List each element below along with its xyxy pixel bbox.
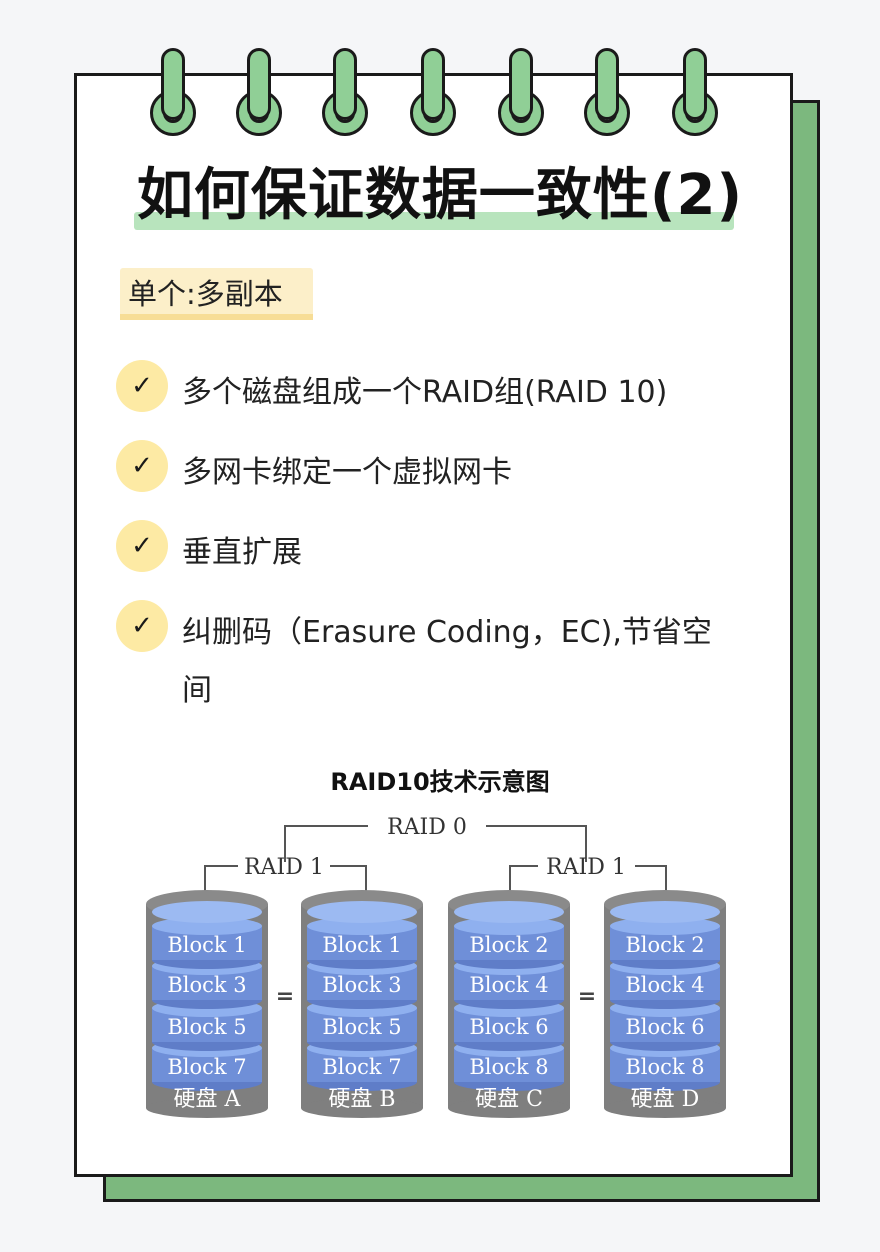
block-label: Block 7 bbox=[167, 1055, 246, 1079]
disk: Block 8 Block 6 Block 4 Block 2 硬盘 D bbox=[604, 890, 726, 1118]
list-item-text: 多个磁盘组成一个RAID组(RAID 10) bbox=[182, 375, 668, 410]
block-label: Block 2 bbox=[625, 933, 704, 957]
disk: Block 7 Block 5 Block 3 Block 1 硬盘 A bbox=[146, 890, 268, 1118]
binder-ring-icon bbox=[234, 48, 286, 142]
disk-name: 硬盘 C bbox=[475, 1087, 543, 1112]
binder-ring-icon bbox=[148, 48, 200, 142]
subtitle-highlight bbox=[120, 268, 313, 320]
list-item-text: 垂直扩展 bbox=[182, 535, 302, 570]
block-cap bbox=[307, 901, 417, 923]
block-cap bbox=[152, 901, 262, 923]
block-cap bbox=[454, 901, 564, 923]
block-label: Block 4 bbox=[469, 973, 548, 997]
block-label: Block 8 bbox=[469, 1055, 548, 1079]
disk-bottom bbox=[301, 1098, 423, 1118]
list-item-text: 纠删码（Erasure Coding，EC),节省空间 bbox=[182, 615, 712, 708]
section-subtitle: 单个:多副本 bbox=[128, 277, 283, 311]
check-icon: ✓ bbox=[116, 520, 168, 572]
raid1-right-label: RAID 1 bbox=[546, 855, 626, 880]
title-highlight bbox=[134, 212, 734, 230]
block-label: Block 1 bbox=[322, 933, 401, 957]
block-label: Block 6 bbox=[469, 1015, 548, 1039]
diagram-title: RAID10技术示意图 bbox=[330, 768, 550, 796]
mirror-equals-left: = bbox=[276, 984, 294, 1009]
disk: Block 8 Block 6 Block 4 Block 2 硬盘 C bbox=[448, 890, 570, 1118]
binder-ring-icon bbox=[408, 48, 460, 142]
check-icon: ✓ bbox=[116, 440, 168, 492]
binder-ring-icon bbox=[582, 48, 634, 142]
page-title: 如何保证数据一致性(2) bbox=[136, 163, 744, 228]
block-label: Block 5 bbox=[322, 1015, 401, 1039]
block-label: Block 3 bbox=[322, 973, 401, 997]
disk-bottom bbox=[146, 1098, 268, 1118]
block-label: Block 5 bbox=[167, 1015, 246, 1039]
block-label: Block 6 bbox=[625, 1015, 704, 1039]
mirror-equals-right: = bbox=[578, 984, 596, 1009]
raid0-label: RAID 0 bbox=[387, 815, 467, 840]
block-label: Block 4 bbox=[625, 973, 704, 997]
disk-name: 硬盘 A bbox=[174, 1087, 242, 1112]
block-cap bbox=[610, 901, 720, 923]
block-label: Block 7 bbox=[322, 1055, 401, 1079]
block-label: Block 3 bbox=[167, 973, 246, 997]
title-container: 如何保证数据一致性(2) bbox=[0, 160, 880, 232]
disk: Block 7 Block 5 Block 3 Block 1 硬盘 B bbox=[301, 890, 423, 1118]
block-label: Block 8 bbox=[625, 1055, 704, 1079]
check-icon: ✓ bbox=[116, 600, 168, 652]
binder-ring-icon bbox=[670, 48, 722, 142]
list-item-text: 多网卡绑定一个虚拟网卡 bbox=[182, 455, 512, 490]
disk-bottom bbox=[604, 1098, 726, 1118]
binder-ring-icon bbox=[496, 48, 548, 142]
check-icon: ✓ bbox=[116, 360, 168, 412]
block-label: Block 2 bbox=[469, 933, 548, 957]
disk-name: 硬盘 D bbox=[631, 1087, 700, 1112]
binder-ring-icon bbox=[320, 48, 372, 142]
subtitle-underline bbox=[120, 314, 313, 320]
disk-name: 硬盘 B bbox=[328, 1087, 395, 1112]
block-label: Block 1 bbox=[167, 933, 246, 957]
raid1-left-label: RAID 1 bbox=[244, 855, 324, 880]
disk-bottom bbox=[448, 1098, 570, 1118]
